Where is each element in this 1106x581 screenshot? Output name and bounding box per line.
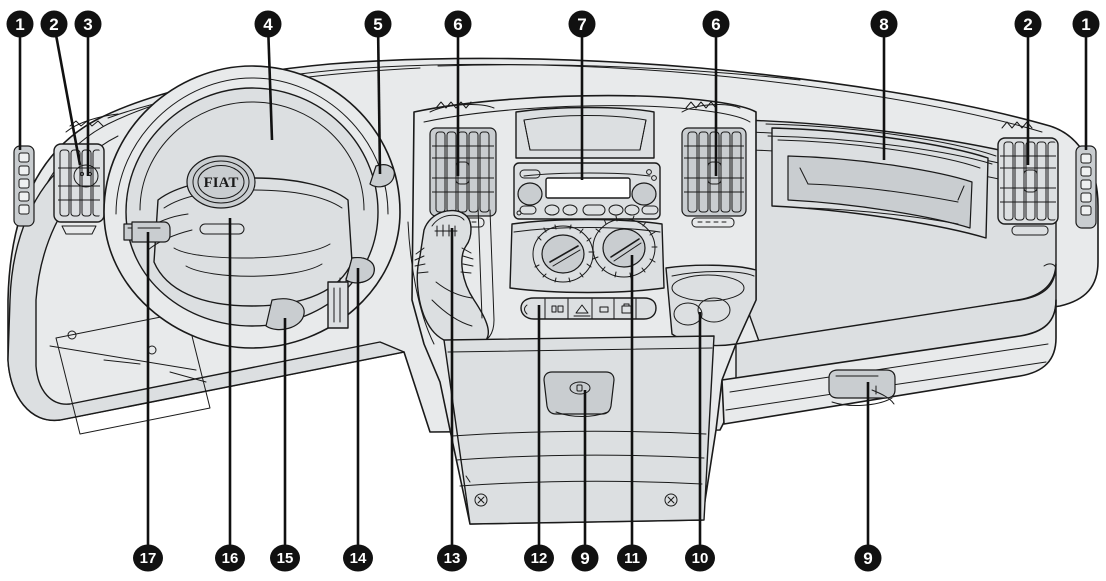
callout-9-glove-box-handle[interactable]: 9	[854, 382, 882, 572]
callout-bubble	[571, 544, 599, 572]
callout-10-cup-holders[interactable]: 10	[685, 312, 715, 572]
callout-bubble	[444, 10, 472, 38]
callout-bubble	[270, 544, 300, 572]
callout-11-climate-control-knob[interactable]: 11	[617, 255, 647, 572]
callout-1-side-demist-vent-right[interactable]: 1	[1072, 10, 1100, 151]
callout-bubble	[617, 544, 647, 572]
side-demist-vent-right	[1043, 145, 1097, 271]
lower-console-face	[443, 335, 715, 525]
callout-number: 12	[531, 550, 548, 567]
callout-number: 5	[373, 15, 382, 34]
callout-number: 11	[624, 550, 640, 567]
air-distribution-knob	[592, 215, 658, 279]
cup-holder-right	[697, 297, 731, 323]
glove-box-handle[interactable]	[828, 369, 896, 406]
callout-5-right-steering-stalk[interactable]: 5	[364, 10, 392, 175]
callout-bubble	[870, 10, 898, 38]
callout-number: 1	[1081, 15, 1090, 34]
heating-ventilation-controls[interactable]	[509, 215, 665, 294]
side-air-vent-left[interactable]	[53, 143, 105, 235]
callout-number: 6	[453, 15, 462, 34]
callout-number: 9	[580, 549, 589, 568]
callout-number: 15	[277, 550, 294, 567]
callout-2-side-air-vent-left[interactable]: 2	[40, 10, 82, 166]
radio-tuning-knob	[631, 182, 657, 206]
radio-display	[545, 177, 631, 199]
callout-leader-line	[376, 23, 382, 175]
callout-bubble	[568, 10, 596, 38]
radio-audio-unit[interactable]	[513, 162, 661, 220]
callout-bubble	[215, 544, 245, 572]
callout-number: 7	[577, 15, 586, 34]
centre-air-vent-right[interactable]	[681, 101, 747, 228]
callout-bubble	[702, 10, 730, 38]
steering-column-adjust-lever	[265, 298, 305, 331]
callout-6-centre-air-vent-left[interactable]: 6	[444, 10, 472, 177]
callout-number: 2	[1023, 15, 1032, 34]
callout-number: 6	[711, 15, 720, 34]
callout-bubble	[364, 10, 392, 38]
callout-4-instrument-cluster-display[interactable]: 4	[254, 10, 282, 141]
callout-bubble	[74, 10, 102, 38]
callout-leader-line	[52, 23, 82, 166]
callout-number: 13	[444, 550, 461, 567]
callout-8-upper-storage-shelf[interactable]: 8	[870, 10, 898, 161]
callout-3-light-switch-unit[interactable]: 3	[74, 10, 102, 177]
callout-number: 3	[83, 15, 92, 34]
callout-bubble	[1014, 10, 1042, 38]
callout-2-side-air-vent-right[interactable]: 2	[1014, 10, 1042, 166]
callout-bubble	[1072, 10, 1100, 38]
callout-leader-line	[266, 23, 274, 141]
callout-bubble	[254, 10, 282, 38]
radio-volume-knob	[517, 182, 543, 206]
callout-number: 10	[692, 550, 709, 567]
callout-bubble	[437, 544, 467, 572]
ignition-switch[interactable]	[345, 257, 375, 284]
callout-bubble	[133, 544, 163, 572]
callout-bubble	[40, 10, 68, 38]
cup-holder-left	[673, 302, 703, 326]
callout-number: 8	[879, 15, 888, 34]
callout-17-bonnet-release-lever[interactable]: 17	[133, 232, 163, 572]
callout-1-side-demist-vent-left[interactable]: 1	[6, 10, 34, 151]
callout-number: 4	[263, 15, 273, 34]
callout-number: 2	[49, 15, 58, 34]
callout-number: 9	[863, 549, 872, 568]
callout-bubble	[685, 544, 715, 572]
centre-switch-panel[interactable]	[520, 297, 657, 320]
side-demist-vent-left	[13, 145, 35, 227]
callout-15-steering-column-adjust-lever[interactable]: 15	[270, 318, 300, 572]
callout-bubble	[854, 544, 882, 572]
cigarette-lighter-socket[interactable]	[543, 371, 615, 417]
callout-12-hazard-warning-switch[interactable]: 12	[524, 305, 554, 572]
callout-13-gear-lever[interactable]: 13	[437, 228, 467, 572]
callout-14-ignition-switch[interactable]: 14	[343, 268, 373, 572]
callout-bubble	[6, 10, 34, 38]
upper-storage-shelf[interactable]	[765, 123, 997, 239]
callout-bubble	[343, 544, 373, 572]
bonnet-release-lever[interactable]	[131, 221, 171, 243]
temperature-knob	[532, 224, 595, 283]
right-steering-stalk	[369, 164, 395, 188]
callout-7-radio-audio-unit[interactable]: 7	[568, 10, 596, 181]
callout-number: 14	[350, 550, 367, 567]
steering-wheel[interactable]: FIAT	[103, 65, 401, 349]
callout-number: 17	[140, 550, 157, 567]
driver-airbag	[153, 177, 353, 307]
callout-bubble	[524, 544, 554, 572]
callout-number: 16	[222, 550, 239, 567]
callout-9-cigarette-lighter-socket[interactable]: 9	[571, 390, 599, 572]
callout-6-centre-air-vent-right[interactable]: 6	[702, 10, 730, 177]
callout-number: 1	[15, 15, 24, 34]
steering-wheel-logo: FIAT	[204, 175, 239, 191]
radio-preset-buttons	[519, 204, 659, 216]
callout-16-driver-airbag[interactable]: 16	[215, 218, 245, 572]
